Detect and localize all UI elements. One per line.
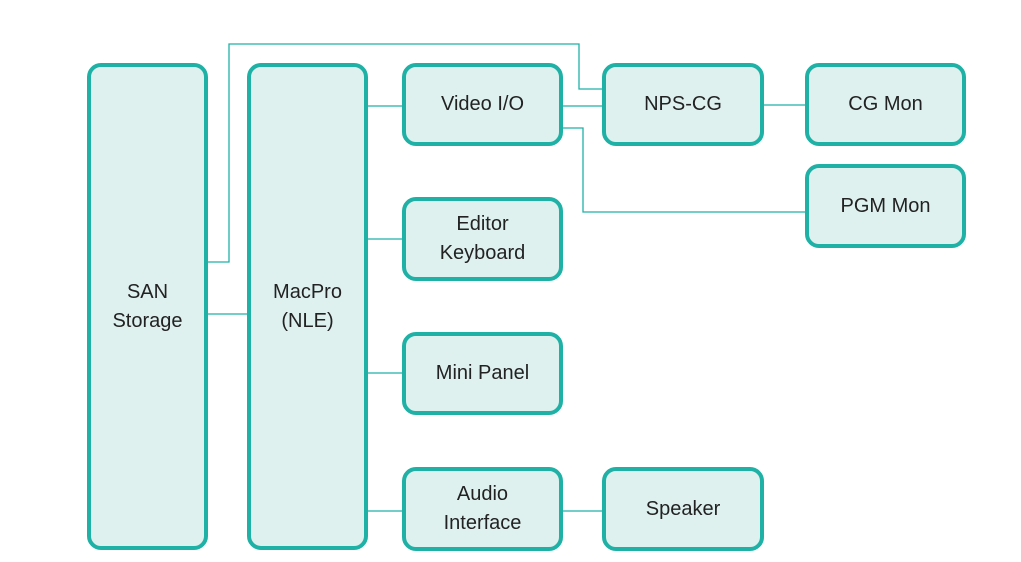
mini-panel-box: Mini Panel [402, 332, 563, 415]
san-storage-box: SAN Storage [87, 63, 208, 550]
nps-cg-box: NPS-CG [602, 63, 764, 146]
cg-mon-box: CG Mon [805, 63, 966, 146]
editor-keyboard-box: Editor Keyboard [402, 197, 563, 281]
video-io-box: Video I/O [402, 63, 563, 146]
audio-interface-box: Audio Interface [402, 467, 563, 551]
video-io-label: Video I/O [440, 93, 525, 115]
macpro-label: MacPro (NLE) [273, 280, 342, 332]
pgm-mon-label: PGM Mon [840, 194, 931, 217]
cg-mon-label: CG Mon [848, 93, 923, 115]
connector-san-to-nps-cg [207, 43, 604, 263]
speaker-box: Speaker [602, 467, 764, 551]
connector-video-io-to-pgm-mon [561, 127, 807, 213]
nps-cg-label: NPS-CG [644, 93, 722, 115]
mini-panel-label: Mini Panel [435, 362, 530, 384]
pgm-mon-box: PGM Mon [805, 164, 966, 248]
macpro-box: MacPro (NLE) [247, 63, 368, 550]
san-storage-label: SAN Storage [112, 280, 183, 332]
audio-interface-label: Audio Interface [443, 483, 522, 534]
speaker-label: Speaker [645, 497, 721, 520]
editor-keyboard-label: Editor Keyboard [439, 213, 526, 264]
